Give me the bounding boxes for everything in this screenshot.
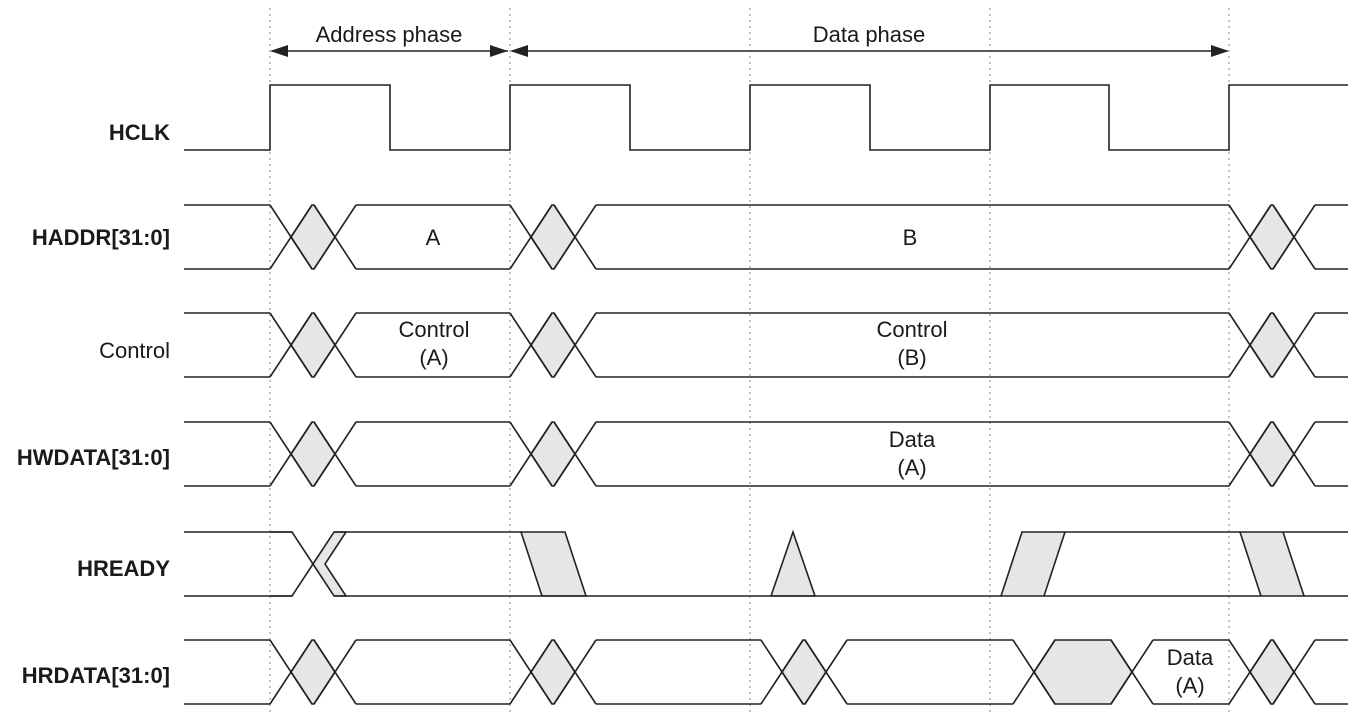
value-label-hwdata-a: (A) (897, 455, 926, 480)
hrdata-waveform (184, 639, 1348, 705)
value-label-hrdata-a: (A) (1175, 673, 1204, 698)
signal-label-hwdata: HWDATA[31:0] (17, 445, 170, 470)
bus-haddr-transition (1249, 204, 1295, 270)
haddr-waveform (184, 204, 1348, 270)
bus-value-labels: A B Control (A) Control (B) Data (A) Data (A) (399, 225, 1214, 698)
bus-control-transition (1249, 312, 1295, 378)
bus-haddr-transition (290, 204, 336, 270)
value-label-hrdata-a: Data (1167, 645, 1214, 670)
bus-control-transition (290, 312, 336, 378)
bus-hwdata-transition (290, 421, 336, 487)
bus-hwdata-transition (1249, 421, 1295, 487)
bus-hrdata-transition (530, 639, 576, 705)
bus-hrdata-transition (781, 639, 827, 705)
bus-hrdata-transition (1249, 639, 1295, 705)
bus-control-transition (530, 312, 576, 378)
value-label-control-b: (B) (897, 345, 926, 370)
clock-edge-guides (269, 8, 1230, 716)
value-label-control-a: (A) (419, 345, 448, 370)
data-phase-label: Data phase (813, 22, 926, 47)
signal-label-hrdata: HRDATA[31:0] (22, 663, 170, 688)
hclk-waveform (184, 84, 1348, 151)
bus-hwdata-transition (530, 421, 576, 487)
value-label-hwdata-a: Data (889, 427, 936, 452)
value-label-haddr-b: B (903, 225, 918, 250)
signal-label-haddr: HADDR[31:0] (32, 225, 170, 250)
value-label-haddr-a: A (426, 225, 441, 250)
address-phase-label: Address phase (316, 22, 463, 47)
hready-waveform (184, 529, 1348, 597)
control-waveform (184, 312, 1348, 378)
hwdata-waveform (184, 421, 1348, 487)
signal-label-hclk: HCLK (109, 120, 170, 145)
data-phase-arrow (510, 45, 1229, 57)
signal-label-control: Control (99, 338, 170, 363)
bus-haddr-transition (530, 204, 576, 270)
bus-hrdata-transition (290, 639, 336, 705)
value-label-control-a: Control (399, 317, 470, 342)
value-label-control-b: Control (877, 317, 948, 342)
signal-label-hready: HREADY (77, 556, 170, 581)
address-phase-arrow (270, 45, 508, 57)
